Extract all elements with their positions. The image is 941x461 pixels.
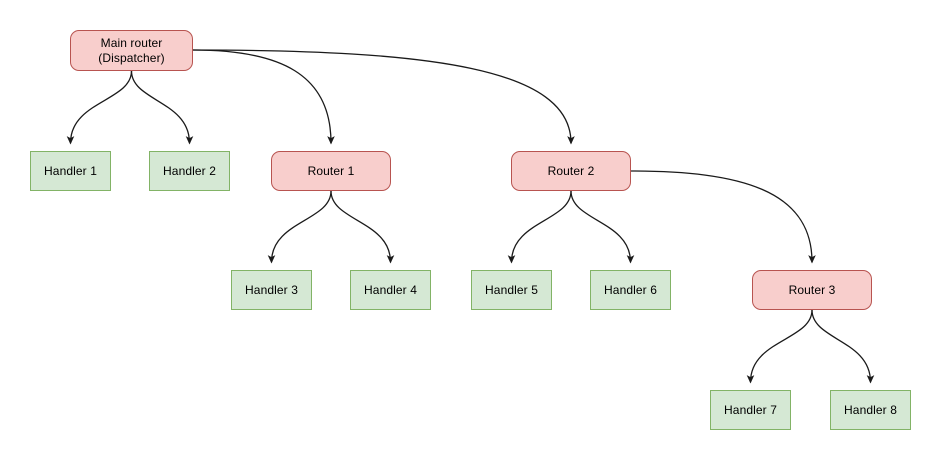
node-label-h7: Handler 7 [724, 402, 777, 417]
edge-main-to-h1 [66, 70, 133, 145]
node-h3[interactable]: Handler 3 [231, 270, 312, 310]
node-h2[interactable]: Handler 2 [149, 151, 230, 191]
edges-group [66, 49, 875, 384]
edge-r2-to-r3 [630, 170, 816, 264]
node-r1[interactable]: Router 1 [271, 151, 391, 191]
node-label-r1: Router 1 [307, 163, 355, 178]
node-label-h1: Handler 1 [44, 163, 97, 178]
edge-r1-to-h3 [267, 190, 332, 264]
node-label-main: Main router (Dispatcher) [98, 35, 165, 65]
node-h6[interactable]: Handler 6 [590, 270, 671, 310]
node-r3[interactable]: Router 3 [752, 270, 872, 310]
edge-main-to-r1 [192, 49, 335, 145]
node-label-h6: Handler 6 [604, 282, 657, 297]
node-h1[interactable]: Handler 1 [30, 151, 111, 191]
edge-main-to-h2 [130, 70, 194, 145]
edge-main-to-r2 [192, 49, 575, 145]
node-h5[interactable]: Handler 5 [471, 270, 552, 310]
node-label-h4: Handler 4 [364, 282, 417, 297]
node-label-r3: Router 3 [788, 282, 836, 297]
node-label-r2: Router 2 [547, 163, 595, 178]
edge-r1-to-h4 [330, 190, 395, 264]
node-label-h8: Handler 8 [844, 402, 897, 417]
node-r2[interactable]: Router 2 [511, 151, 631, 191]
node-main[interactable]: Main router (Dispatcher) [70, 30, 193, 71]
node-label-h3: Handler 3 [245, 282, 298, 297]
edge-r3-to-h8 [811, 309, 875, 384]
node-label-h2: Handler 2 [163, 163, 216, 178]
edge-r2-to-h6 [570, 190, 635, 264]
node-label-h5: Handler 5 [485, 282, 538, 297]
edge-r2-to-h5 [507, 190, 572, 264]
node-h4[interactable]: Handler 4 [350, 270, 431, 310]
edge-r3-to-h7 [746, 309, 813, 384]
node-h7[interactable]: Handler 7 [710, 390, 791, 430]
node-h8[interactable]: Handler 8 [830, 390, 911, 430]
